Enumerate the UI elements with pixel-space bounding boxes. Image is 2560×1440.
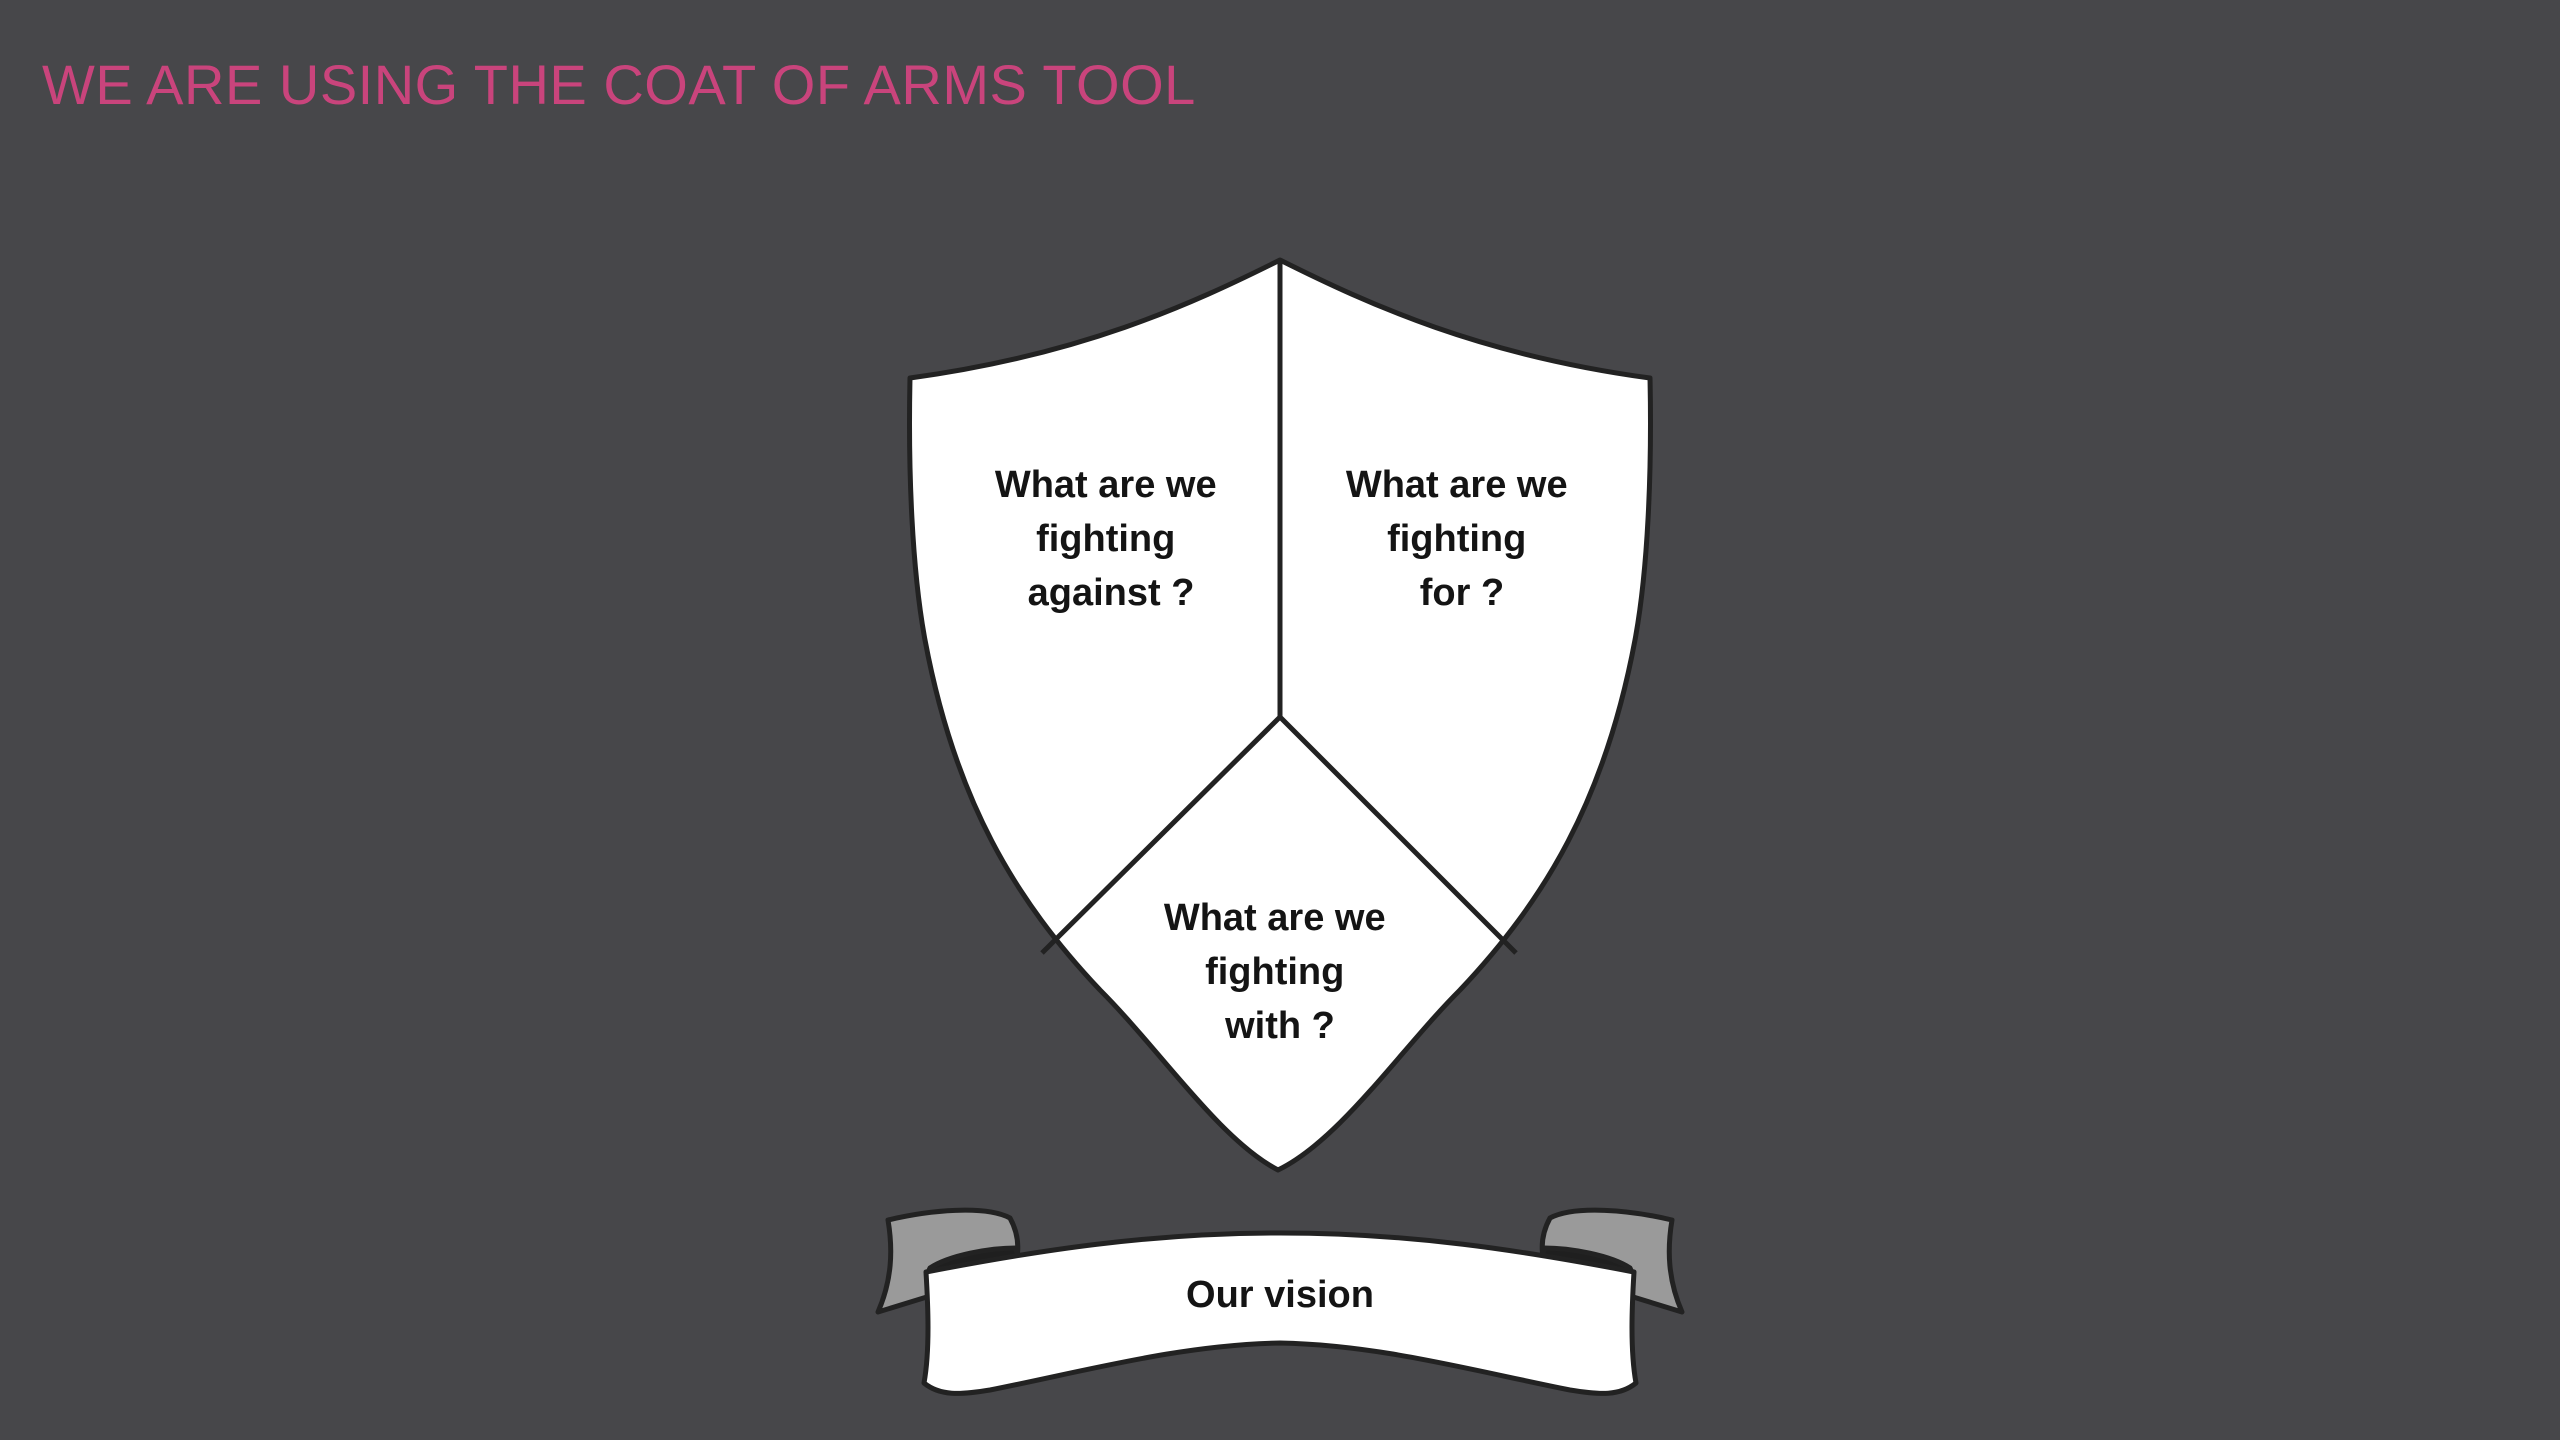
banner-label: Our vision — [1186, 1274, 1374, 1316]
section-right-line: for ? — [1420, 572, 1504, 614]
slide-title: WE ARE USING THE COAT OF ARMS TOOL — [42, 53, 1196, 116]
shield — [907, 257, 1653, 1173]
section-bottom-line: What are we — [1164, 897, 1386, 939]
section-bottom-line: with ? — [1224, 1005, 1335, 1047]
section-bottom-line: fighting — [1205, 951, 1344, 993]
section-left-label: What are we fighting against ? — [995, 464, 1227, 614]
banner-ribbon — [921, 1230, 1639, 1396]
section-right-line: What are we — [1346, 464, 1568, 506]
banner-scroll: Our vision — [875, 1207, 1685, 1396]
section-left-line: What are we — [995, 464, 1217, 506]
section-left-line: against ? — [1028, 572, 1195, 614]
shield-divider-right-diagonal — [1278, 715, 1518, 955]
section-bottom-label: What are we fighting with ? — [1164, 897, 1396, 1047]
section-right-line: fighting — [1387, 518, 1526, 560]
shield-divider-left-diagonal — [1040, 715, 1282, 955]
section-right-label: What are we fighting for ? — [1346, 464, 1578, 614]
section-left-line: fighting — [1036, 518, 1175, 560]
